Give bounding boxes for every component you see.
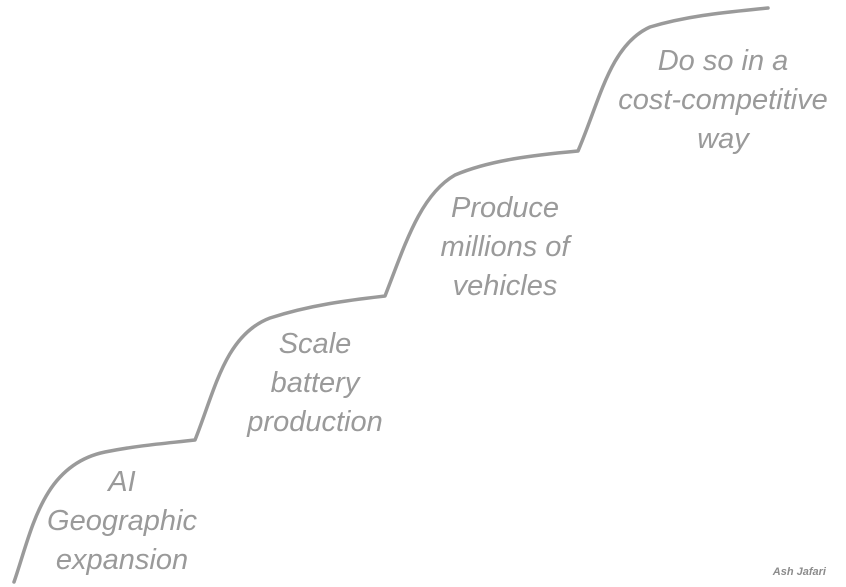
step-2-line-1: Scale xyxy=(278,328,352,360)
step-4-line-3: way xyxy=(697,123,749,155)
step-4-line-1: Do so in a xyxy=(657,45,789,77)
step-3-line-2: millions of xyxy=(440,231,570,263)
step-label-cost-competitive: Do so in a cost-competitive way xyxy=(600,42,846,159)
step-2-line-3: production xyxy=(247,406,383,438)
step-3-line-1: Produce xyxy=(450,192,559,224)
step-label-produce-millions-of-vehicles: Produce millions of vehicles xyxy=(410,189,600,306)
step-1-line-2: Geographic xyxy=(47,505,197,537)
step-label-geographic-expansion: AI Geographic expansion xyxy=(22,463,222,580)
staircase-path xyxy=(12,6,770,584)
step-2-line-2: battery xyxy=(270,367,360,399)
step-1-line-1: AI xyxy=(108,466,136,498)
step-1-line-3: expansion xyxy=(55,544,189,576)
author-credit: Ash Jafari xyxy=(772,566,826,578)
step-3-line-3: vehicles xyxy=(452,270,558,302)
step-4-line-2: cost-competitive xyxy=(618,84,828,116)
step-label-scale-battery-production: Scale battery production xyxy=(220,325,410,442)
